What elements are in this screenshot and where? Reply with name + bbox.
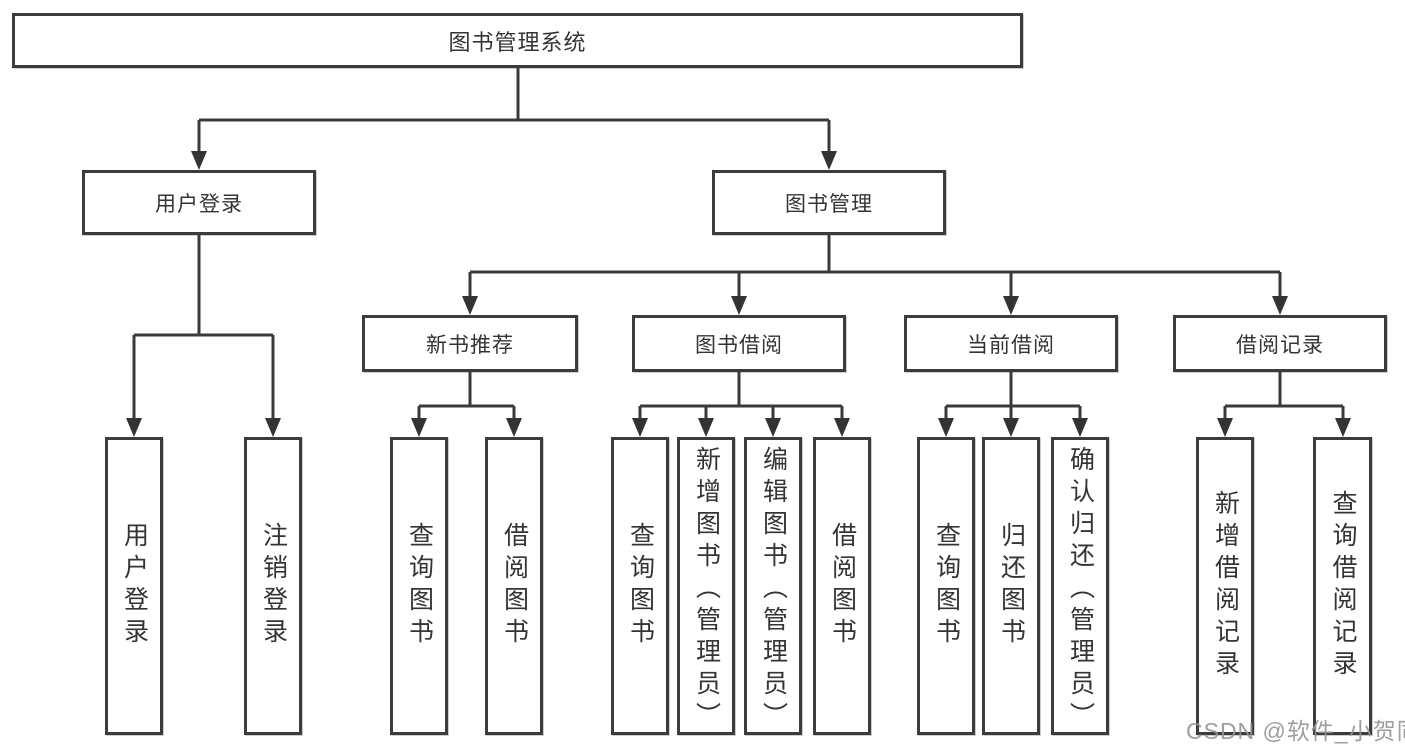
leaf-return-book: 归还图书 bbox=[982, 437, 1040, 735]
leaf-label: 借阅图书 bbox=[500, 522, 529, 650]
node-label: 借阅记录 bbox=[1236, 333, 1324, 357]
node-label: 图书借阅 bbox=[695, 333, 783, 357]
leaf-user-login: 用户登录 bbox=[105, 437, 163, 735]
leaf-logout: 注销登录 bbox=[244, 437, 302, 735]
leaf-query-books-3: 查询图书 bbox=[917, 437, 975, 735]
node-book-management: 图书管理 bbox=[712, 170, 946, 235]
leaf-label: 归还图书 bbox=[997, 522, 1026, 650]
leaf-label: 查询图书 bbox=[405, 522, 434, 650]
node-label: 新书推荐 bbox=[426, 333, 514, 357]
node-label: 用户登录 bbox=[155, 192, 243, 216]
leaf-borrow-books-1: 借阅图书 bbox=[485, 437, 543, 735]
leaf-add-borrow-record: 新增借阅记录 bbox=[1196, 437, 1254, 735]
leaf-borrow-books-2: 借阅图书 bbox=[813, 437, 871, 735]
leaf-add-book-admin: 新增图书（管理员） bbox=[677, 437, 735, 735]
leaf-query-books-2: 查询图书 bbox=[611, 437, 669, 735]
leaf-label: 确认归还（管理员） bbox=[1066, 446, 1095, 734]
leaf-label: 新增借阅记录 bbox=[1211, 490, 1240, 682]
leaf-label: 查询图书 bbox=[626, 522, 655, 650]
csdn-watermark: CSDN @软件_小贺同学 bbox=[1186, 718, 1405, 744]
node-borrow-records: 借阅记录 bbox=[1173, 315, 1387, 372]
node-label: 图书管理 bbox=[785, 192, 873, 216]
leaf-label: 查询借阅记录 bbox=[1329, 490, 1357, 682]
node-library-management-system: 图书管理系统 bbox=[12, 13, 1023, 68]
leaf-query-books-1: 查询图书 bbox=[390, 437, 448, 735]
leaf-query-borrow-record: 查询借阅记录 bbox=[1313, 437, 1372, 735]
leaf-label: 注销登录 bbox=[259, 522, 288, 650]
leaf-label: 查询图书 bbox=[932, 522, 961, 650]
node-label: 图书管理系统 bbox=[448, 29, 587, 55]
leaf-label: 借阅图书 bbox=[828, 522, 857, 650]
leaf-label: 新增图书（管理员） bbox=[692, 446, 721, 734]
leaf-label: 编辑图书（管理员） bbox=[759, 446, 788, 734]
leaf-confirm-return-admin: 确认归还（管理员） bbox=[1051, 437, 1109, 735]
node-new-book-recommend: 新书推荐 bbox=[362, 315, 578, 372]
node-label: 当前借阅 bbox=[967, 333, 1055, 357]
leaf-edit-book-admin: 编辑图书（管理员） bbox=[744, 437, 802, 735]
leaf-label: 用户登录 bbox=[120, 522, 149, 650]
node-book-borrowing: 图书借阅 bbox=[632, 315, 846, 372]
node-user-login: 用户登录 bbox=[82, 170, 316, 235]
node-current-borrowing: 当前借阅 bbox=[904, 315, 1118, 372]
